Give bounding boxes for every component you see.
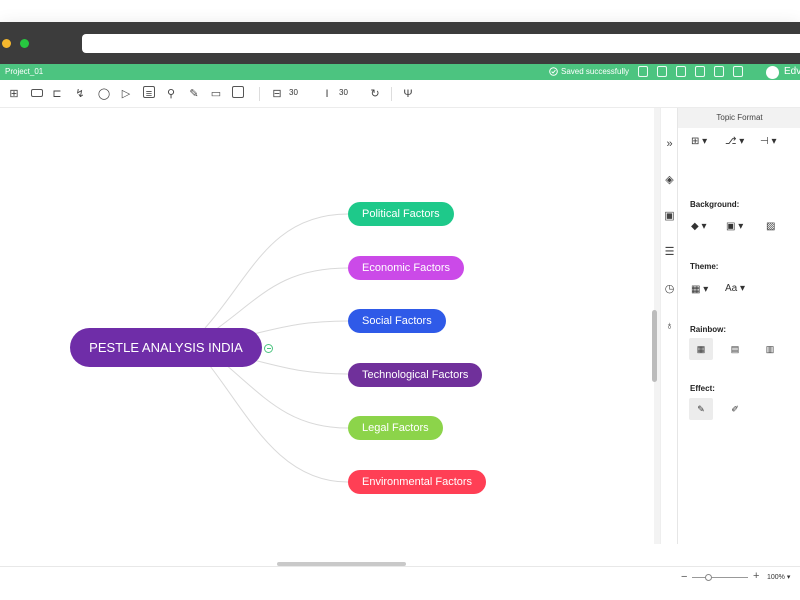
floating-topic-icon[interactable]: ⊏ [52, 88, 62, 100]
device-icon[interactable] [733, 66, 743, 77]
layout-grid-icon[interactable]: ⊞ ▾ [691, 136, 708, 147]
connector-environmental [209, 365, 349, 483]
rainbow-option-2[interactable]: ▤ [730, 344, 740, 354]
comment-icon[interactable]: ▭ [210, 88, 222, 100]
maximize-window-dot[interactable] [20, 39, 29, 48]
boundary-icon[interactable]: ▷ [121, 88, 131, 100]
style-brush-icon[interactable]: ◈ [665, 174, 674, 186]
vertical-spacing-value[interactable]: 30 [339, 88, 348, 97]
theme-label: Theme: [690, 262, 719, 271]
horizontal-scroll-thumb[interactable] [277, 562, 406, 566]
connector-social [244, 320, 349, 337]
callout-icon[interactable]: ◯ [97, 88, 111, 100]
zoom-slider-knob[interactable] [705, 574, 712, 581]
effect-pen-icon[interactable]: ✎ [689, 398, 713, 420]
project-name[interactable]: Project_01 [5, 67, 44, 76]
branch-topic-social[interactable]: Social Factors [348, 309, 446, 333]
connector-lines [204, 213, 349, 483]
summary-icon[interactable]: ≡ [145, 88, 153, 100]
theme-font-label: Aa [725, 283, 738, 294]
outline-list-icon[interactable]: ☰ [664, 246, 675, 258]
send-icon[interactable] [676, 66, 686, 77]
background-image-icon[interactable]: ▣ ▾ [726, 221, 744, 232]
image-icon[interactable] [143, 86, 155, 98]
header-actions [638, 66, 743, 77]
check-circle-icon [549, 67, 558, 76]
theme-font-select[interactable]: Aa ▾ [725, 283, 746, 294]
refresh-icon[interactable]: ↻ [370, 88, 380, 100]
background-lock-icon[interactable]: ▨ [766, 221, 776, 232]
topic-icon[interactable]: ⊞ [9, 88, 19, 100]
table-icon[interactable] [232, 86, 244, 98]
browser-titlebar [0, 22, 800, 64]
zoom-in-icon[interactable]: + [753, 570, 760, 582]
branch-topic-political[interactable]: Political Factors [348, 202, 454, 226]
subtopic-icon[interactable] [31, 89, 43, 97]
minimize-window-dot[interactable] [2, 39, 11, 48]
export-icon[interactable] [695, 66, 705, 77]
app-window: Project_01 Saved successfully Edv ⊞ ⊏ ↯ … [0, 22, 800, 588]
theme-palette-icon[interactable]: ▦ ▾ [691, 284, 709, 295]
central-topic[interactable]: PESTLE ANALYSIS INDIA [70, 328, 262, 367]
zoom-slider[interactable] [692, 577, 748, 578]
rainbow-label: Rainbow: [690, 325, 726, 334]
share-icon[interactable] [714, 66, 724, 77]
vertical-scroll-thumb[interactable] [652, 310, 657, 382]
user-name[interactable]: Edv [784, 66, 800, 77]
idea-bulb-icon[interactable]: ♁ [665, 320, 674, 332]
branch-topic-economic[interactable]: Economic Factors [348, 256, 465, 280]
history-icon[interactable]: ◷ [664, 283, 675, 295]
avatar[interactable] [766, 66, 779, 79]
link-icon[interactable]: ⚲ [166, 88, 176, 100]
connector-style-icon[interactable]: ⊣ ▾ [760, 136, 777, 147]
save-status: Saved successfully [549, 67, 629, 76]
address-bar[interactable] [82, 34, 800, 53]
psi-icon[interactable]: Ψ [403, 88, 413, 100]
panel-title: Topic Format [678, 108, 800, 128]
app-header-bar: Project_01 Saved successfully Edv [0, 64, 800, 80]
branch-topic-environmental[interactable]: Environmental Factors [348, 470, 487, 494]
save-icon[interactable] [638, 66, 648, 77]
relationship-icon[interactable]: ↯ [75, 88, 85, 100]
fill-bucket-icon[interactable]: ◆ ▾ [691, 221, 707, 232]
branch-topic-legal[interactable]: Legal Factors [348, 416, 443, 440]
format-panel: Topic Format ⊞ ▾ ⎇ ▾ ⊣ ▾ Background: ◆ ▾… [677, 108, 800, 544]
image-insert-icon[interactable]: ▣ [664, 210, 675, 222]
effect-label: Effect: [690, 384, 715, 393]
connector-technological [244, 357, 349, 375]
effect-sketch-icon[interactable]: ✐ [731, 404, 739, 414]
connector-political [204, 213, 349, 329]
zoom-out-icon[interactable]: − [681, 571, 688, 583]
vertical-scrollbar[interactable] [654, 108, 660, 544]
toolbar-divider [259, 87, 260, 101]
connector-legal [224, 363, 349, 429]
connector-economic [214, 267, 349, 331]
collapse-panel-icon[interactable]: » [666, 138, 673, 150]
zoom-level-text: 100% [767, 574, 785, 581]
horizontal-spacing-value[interactable]: 30 [289, 88, 298, 97]
collapse-icon[interactable] [264, 344, 273, 353]
side-icon-strip: » ◈ ▣ ☰ ◷ ♁ [660, 108, 677, 544]
structure-icon[interactable]: ⎇ ▾ [725, 136, 745, 147]
document-icon[interactable] [657, 66, 667, 77]
pen-icon[interactable]: ✎ [189, 88, 199, 100]
mindmap-canvas[interactable] [0, 108, 654, 544]
horizontal-spacing-icon: ⊟ [272, 88, 282, 100]
background-label: Background: [690, 200, 740, 209]
save-status-text: Saved successfully [561, 67, 630, 76]
branch-topic-technological[interactable]: Technological Factors [348, 363, 483, 387]
status-bar: − + 100% ▾ [0, 566, 800, 588]
vertical-spacing-icon: I [325, 88, 329, 100]
main-toolbar: ⊞ ⊏ ↯ ◯ ▷ ≡ ⚲ ✎ ▭ ⊟ 30 I 30 ↻ Ψ [0, 80, 800, 108]
toolbar-divider [391, 87, 392, 101]
rainbow-option-1[interactable]: ▦ [689, 338, 713, 360]
rainbow-option-3[interactable]: ▥ [765, 344, 775, 354]
zoom-level[interactable]: 100% ▾ [767, 574, 791, 581]
